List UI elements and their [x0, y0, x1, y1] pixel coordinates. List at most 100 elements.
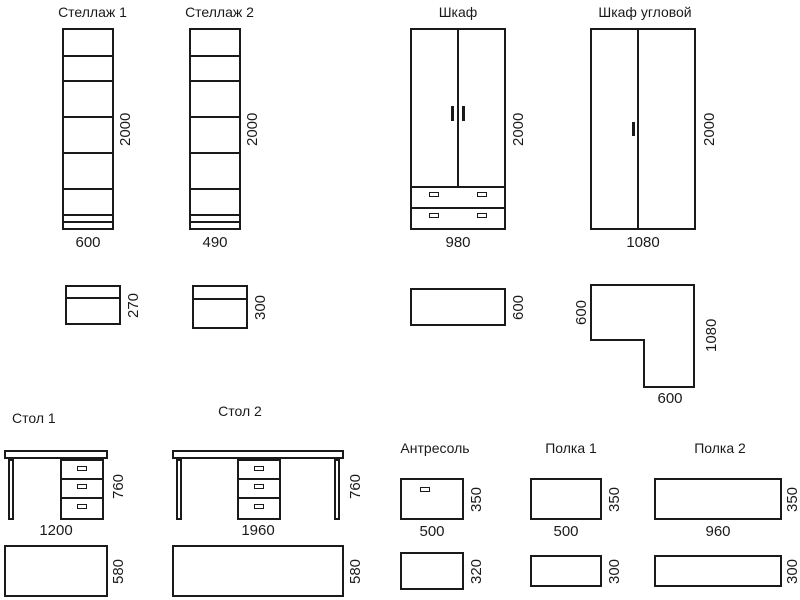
- stol1-top-view: [4, 545, 108, 597]
- stol2-width-dim: 1960: [241, 522, 275, 539]
- stol1-tabletop: [4, 450, 108, 459]
- stellazh1-group: Стеллаж 1 2000 600 270: [35, 0, 150, 350]
- stol1-height-dim: 760: [110, 473, 127, 499]
- shkaf-uglovoy-group: Шкаф угловой 2000 1080 600 1080 600: [573, 0, 725, 420]
- stellazh2-top-view: [192, 285, 248, 329]
- stellazh1-depth-dim: 270: [125, 292, 142, 318]
- shelf-line: [64, 188, 112, 190]
- antresol-top-view: [400, 552, 464, 590]
- stol2-height-dim: 760: [347, 473, 364, 499]
- stol1-depth-dim: 580: [110, 558, 127, 584]
- stol1-drawer-unit: [60, 459, 104, 520]
- shkaf-uglovoy-bottom-width-dim: 600: [657, 390, 683, 407]
- drawer-divider-line: [62, 497, 102, 499]
- shelf-line: [64, 80, 112, 82]
- stellazh1-width-dim: 600: [75, 234, 101, 251]
- stol2-right-leg: [334, 459, 340, 520]
- stellazh2-front-view: [189, 28, 241, 230]
- left-door-handle: [451, 106, 454, 121]
- stol1-width-dim: 1200: [39, 522, 73, 539]
- drawer-divider-line: [62, 478, 102, 480]
- stellazh1-height-dim: 2000: [117, 112, 134, 146]
- shkaf-width-dim: 980: [445, 234, 471, 251]
- plan-line: [67, 297, 119, 299]
- stol2-top-view: [172, 545, 344, 597]
- stellazh2-width-dim: 490: [202, 234, 228, 251]
- shkaf-uglovoy-title: Шкаф угловой: [598, 4, 692, 20]
- antresol-depth-dim: 320: [468, 558, 485, 584]
- antresol-height-dim: 350: [468, 486, 485, 512]
- shkaf-front-view: [410, 28, 506, 230]
- shelf-line: [191, 55, 239, 57]
- polka2-group: Полка 2 350 960 300: [646, 435, 800, 600]
- stol2-title: Стол 2: [218, 403, 262, 419]
- shkaf-uglovoy-front-view: [590, 28, 696, 230]
- drawer-handle: [477, 213, 487, 218]
- polka2-height-dim: 350: [784, 486, 800, 512]
- shkaf-uglovoy-height-dim: 2000: [701, 112, 718, 146]
- shkaf-uglovoy-width-dim: 1080: [626, 234, 660, 251]
- polka1-front-view: [530, 478, 602, 520]
- shelf-line: [64, 214, 112, 216]
- drawer-divider-line: [412, 186, 504, 188]
- antresol-width-dim: 500: [419, 523, 445, 540]
- antresol-front-view: [400, 478, 464, 520]
- shkaf-depth-dim: 600: [510, 294, 527, 320]
- stol1-title: Стол 1: [12, 410, 56, 426]
- drawer-divider-line: [239, 497, 279, 499]
- drawer-handle: [477, 192, 487, 197]
- shelf-line: [64, 55, 112, 57]
- door-divider-line: [637, 30, 639, 228]
- stellazh2-group: Стеллаж 2 2000 490 300: [162, 0, 277, 350]
- stellazh1-top-view: [65, 285, 121, 325]
- shelf-line: [191, 152, 239, 154]
- shelf-line: [191, 80, 239, 82]
- stellazh2-title: Стеллаж 2: [185, 4, 254, 20]
- shkaf-uglovoy-side-depth-dim: 600: [573, 299, 590, 326]
- shkaf-top-view: [410, 288, 506, 326]
- shkaf-title: Шкаф: [438, 4, 478, 20]
- polka2-width-dim: 960: [705, 523, 731, 540]
- door-handle: [420, 487, 430, 492]
- drawer-handle: [429, 213, 439, 218]
- shelf-line: [191, 214, 239, 216]
- drawer-handle: [254, 484, 264, 489]
- polka2-title: Полка 2: [694, 440, 746, 456]
- shkaf-height-dim: 2000: [510, 112, 527, 146]
- door-divider-line: [457, 30, 459, 186]
- stol2-left-leg: [176, 459, 182, 520]
- shelf-line: [191, 221, 239, 223]
- polka2-depth-dim: 300: [784, 558, 800, 584]
- antresol-group: Антресоль 350 500 320: [390, 435, 490, 600]
- shelf-line: [64, 221, 112, 223]
- door-handle: [632, 122, 635, 136]
- polka1-width-dim: 500: [553, 523, 579, 540]
- shelf-line: [64, 116, 112, 118]
- polka2-front-view: [654, 478, 782, 520]
- shkaf-uglovoy-top-view: [590, 284, 695, 388]
- polka2-top-view: [654, 555, 782, 587]
- stol2-tabletop: [172, 450, 344, 459]
- drawer-handle: [254, 504, 264, 509]
- shelf-line: [191, 188, 239, 190]
- stellazh1-title: Стеллаж 1: [58, 4, 127, 20]
- drawer-divider-line: [412, 207, 504, 209]
- stol2-drawer-unit: [237, 459, 281, 520]
- stol2-group: Стол 2 760 1960 580: [165, 400, 365, 600]
- drawer-handle: [77, 504, 87, 509]
- stellazh2-depth-dim: 300: [252, 294, 269, 320]
- shkaf-uglovoy-total-width-dim: 1080: [703, 318, 720, 352]
- right-door-handle: [462, 106, 465, 121]
- polka1-height-dim: 350: [606, 486, 623, 512]
- polka1-depth-dim: 300: [606, 558, 623, 584]
- drawer-handle: [429, 192, 439, 197]
- stol1-group: Стол 1 760 1200 580: [0, 400, 130, 600]
- stellazh2-height-dim: 2000: [244, 112, 261, 146]
- shkaf-group: Шкаф 2000 980 600: [398, 0, 538, 350]
- drawer-handle: [77, 466, 87, 471]
- drawer-handle: [254, 466, 264, 471]
- stellazh1-front-view: [62, 28, 114, 230]
- stol1-left-leg: [8, 459, 14, 520]
- stol2-depth-dim: 580: [347, 558, 364, 584]
